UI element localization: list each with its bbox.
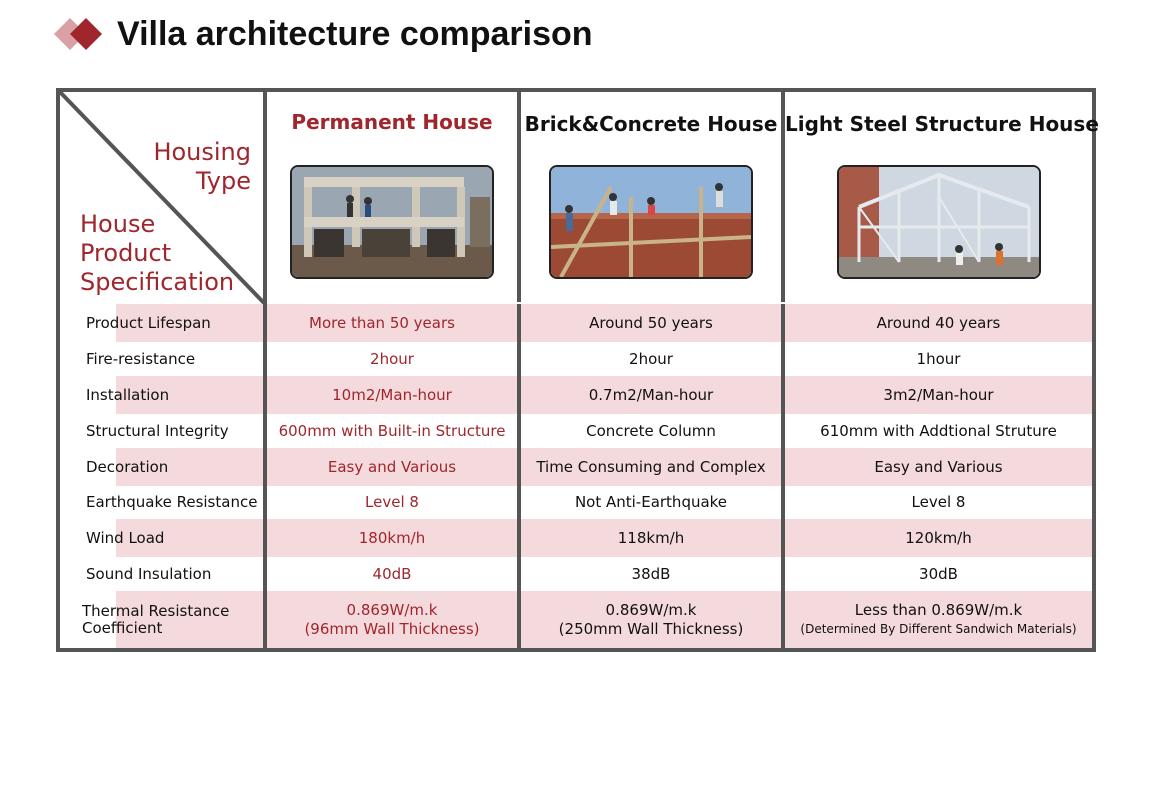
house-construction-photo [290,165,494,279]
column-divider [263,88,267,652]
column-header-steel: Light Steel Structure House [785,92,1099,304]
table-cell: 600mm with Built-in Structure [278,421,506,440]
table-cell: 2hour [370,349,414,368]
table-cell: Level 8 [911,493,966,511]
cell-note: (96mm Wall Thickness) [304,619,480,638]
row-label: Structural Integrity [86,421,229,440]
cell-value: Less than 0.869W/m.k [854,600,1023,619]
column-title: Permanent House [291,110,493,134]
table-border-left [56,88,60,652]
comparison-table: Housing Type House Product Specification… [56,88,1099,652]
cell-value: 0.869W/m.k [346,600,438,619]
table-cell: Easy and Various [874,457,1003,476]
row-label: Product Lifespan [86,313,211,332]
spec-label: House Product Specification [80,210,235,296]
table-cell: Level 8 [365,493,419,511]
table-cell: 38dB [631,564,671,583]
table-border-right [1092,88,1096,652]
column-title: Light Steel Structure House [785,112,1099,136]
row-bg [116,376,1092,414]
table-cell: Less than 0.869W/m.k (Determined By Diff… [785,591,1092,648]
row-label: Earthquake Resistance [86,493,258,511]
table-cell: 10m2/Man-hour [332,385,452,404]
steel-frame-photo [836,165,1041,279]
row-label: Decoration [86,457,169,476]
page-title: Villa architecture comparison [117,15,593,53]
column-title: Brick&Concrete House [524,112,778,136]
row-label: Thermal Resistance Coefficient [82,601,230,637]
column-header-permanent: Permanent House [267,92,517,304]
row-label: Installation [86,385,170,404]
table-cell: 610mm with Addtional Struture [820,421,1057,440]
housing-type-label: Housing Type [153,138,251,195]
row-label: Fire-resistance [86,349,196,368]
row-bg [116,519,1092,557]
column-header-brick: Brick&Concrete House [521,92,781,304]
column-divider [517,88,521,652]
corner-header-cell: Housing Type House Product Specification [60,92,265,304]
table-cell: 30dB [919,564,958,583]
cell-note: (Determined By Different Sandwich Materi… [800,621,1077,636]
cell-value: 0.869W/m.k [605,600,697,619]
diamond-logo-icon [54,18,102,50]
table-cell: 0.7m2/Man-hour [588,385,714,404]
table-cell: 1hour [916,349,961,368]
table-cell: Around 40 years [876,313,1001,332]
table-cell: Concrete Column [586,421,716,440]
table-border-bottom [56,648,1096,652]
table-cell: 118km/h [617,528,685,547]
cell-note: (250mm Wall Thickness) [558,619,744,638]
corner-diagonal-line [60,92,265,304]
row-label: Sound Insulation [86,564,212,583]
row-bg [116,591,1092,648]
row-label: Wind Load [86,528,165,547]
table-cell: 120km/h [905,528,972,547]
table-cell: Easy and Various [327,457,457,476]
table-cell: Around 50 years [589,313,713,332]
table-cell: 0.869W/m.k (96mm Wall Thickness) [267,591,517,648]
column-divider [781,88,785,652]
brick-construction-photo [549,165,753,279]
table-cell: Time Consuming and Complex [536,457,766,476]
table-cell: 180km/h [358,528,426,547]
table-cell: 2hour [629,349,673,368]
table-border-top [56,88,1096,92]
row-bg [116,304,1092,342]
table-cell: 0.869W/m.k (250mm Wall Thickness) [521,591,781,648]
table-cell: 3m2/Man-hour [883,385,994,404]
header-gap [267,302,1092,304]
table-cell: Not Anti-Earthquake [574,493,728,511]
row-bg [116,448,1092,486]
table-cell: 40dB [372,564,412,583]
table-cell: More than 50 years [309,313,455,332]
